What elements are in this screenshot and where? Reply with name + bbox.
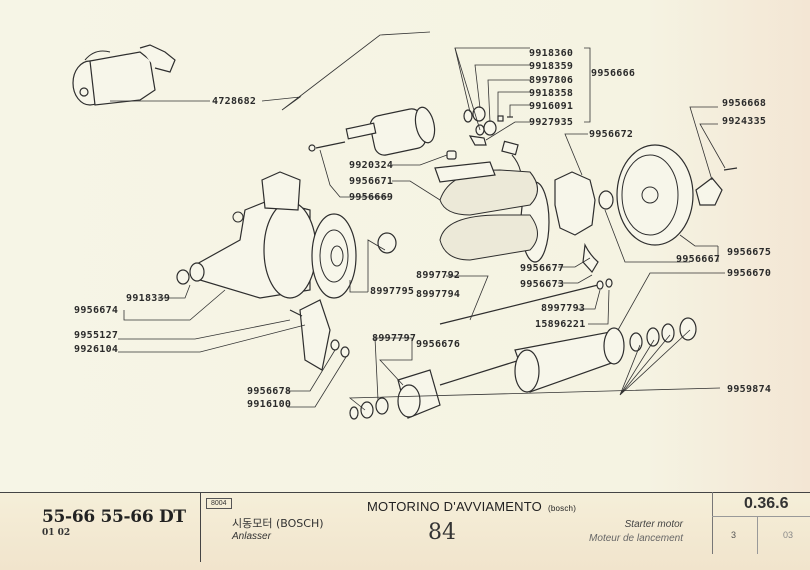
footer-divider-4 <box>757 516 758 554</box>
label-9956674: 9956674 <box>74 305 118 316</box>
part-number-labels: 4728682 9918360 9918359 8997806 9918358 … <box>74 48 771 410</box>
title-english: Starter motor <box>624 519 683 530</box>
label-9956667: 9956667 <box>676 254 720 265</box>
label-9918339: 9918339 <box>126 293 170 304</box>
intermediate-plate-drawing <box>311 213 357 299</box>
label-9956668: 9956668 <box>722 98 766 109</box>
sheet-number: 3 <box>731 530 737 540</box>
model-versions: 01 02 <box>42 528 71 538</box>
drive-end-housing-drawing <box>176 171 317 299</box>
label-9956669: 9956669 <box>349 192 393 203</box>
label-8997793: 8997793 <box>541 303 585 314</box>
label-8997794: 8997794 <box>416 289 460 300</box>
label-15896221: 15896221 <box>535 319 586 330</box>
label-8997806: 8997806 <box>529 75 573 86</box>
label-9956672: 9956672 <box>589 129 633 140</box>
label-8997797: 8997797 <box>372 333 416 344</box>
page-reference: 0.36.6 <box>744 495 789 512</box>
footer-divider-1 <box>200 492 201 562</box>
complete-starter-drawing <box>72 44 176 106</box>
title-korean: 시동모터 (BOSCH) <box>232 517 324 530</box>
bushing-drawing <box>377 232 397 254</box>
end-cover-drawing <box>616 144 738 246</box>
label-9956673: 9956673 <box>520 279 564 290</box>
footer-top-rule <box>0 492 810 493</box>
label-9918358: 9918358 <box>529 88 573 99</box>
title-french: Moteur de lancement <box>589 533 683 544</box>
label-9916100: 9916100 <box>247 399 291 410</box>
title-italian-main: MOTORINO D'AVVIAMENTO <box>367 499 542 514</box>
label-9956670: 9956670 <box>727 268 771 279</box>
field-coil-drawing <box>434 161 550 263</box>
handwritten-number: 84 <box>428 520 456 545</box>
title-italian-sub: (bosch) <box>547 504 577 513</box>
label-9959874: 9959874 <box>727 384 771 395</box>
label-9956677: 9956677 <box>520 263 564 274</box>
footer-divider-3 <box>712 516 810 517</box>
label-9924335: 9924335 <box>722 116 766 127</box>
label-9927935: 9927935 <box>529 117 573 128</box>
label-4728682: 4728682 <box>212 96 256 107</box>
title-german: Anlasser <box>232 531 271 542</box>
label-9956671: 9956671 <box>349 176 393 187</box>
model-name: 55-66 55-66 DT <box>42 507 186 527</box>
sheet-sub-number: 03 <box>783 530 794 540</box>
title-block: 55-66 55-66 DT 01 02 8004 시동모터 (BOSCH) A… <box>0 492 810 570</box>
label-9926104: 9926104 <box>74 344 118 355</box>
exploded-diagram: 4728682 9918360 9918359 8997806 9918358 … <box>72 31 771 420</box>
label-9956666: 9956666 <box>591 68 635 79</box>
label-9956675: 9956675 <box>727 247 771 258</box>
brush-plate-drawing <box>554 171 614 274</box>
through-bolt-drawing <box>439 284 599 325</box>
label-9916091: 9916091 <box>529 101 573 112</box>
solenoid-hardware-drawing <box>446 106 522 191</box>
label-9955127: 9955127 <box>74 330 118 341</box>
footer-divider-2 <box>712 492 713 554</box>
solenoid-drawing <box>308 106 436 156</box>
label-8997792: 8997792 <box>416 270 460 281</box>
shift-lever-drawing <box>289 299 350 371</box>
label-9918359: 9918359 <box>529 61 573 72</box>
section-code: 8004 <box>206 498 232 509</box>
leader-lines <box>118 47 726 411</box>
label-9918360: 9918360 <box>529 48 573 59</box>
armature-drawing <box>349 317 697 420</box>
label-9956678: 9956678 <box>247 386 291 397</box>
label-9920324: 9920324 <box>349 160 393 171</box>
title-italian: MOTORINO D'AVVIAMENTO (bosch) <box>367 499 576 514</box>
label-8997795: 8997795 <box>370 286 414 297</box>
label-9956676: 9956676 <box>416 339 460 350</box>
